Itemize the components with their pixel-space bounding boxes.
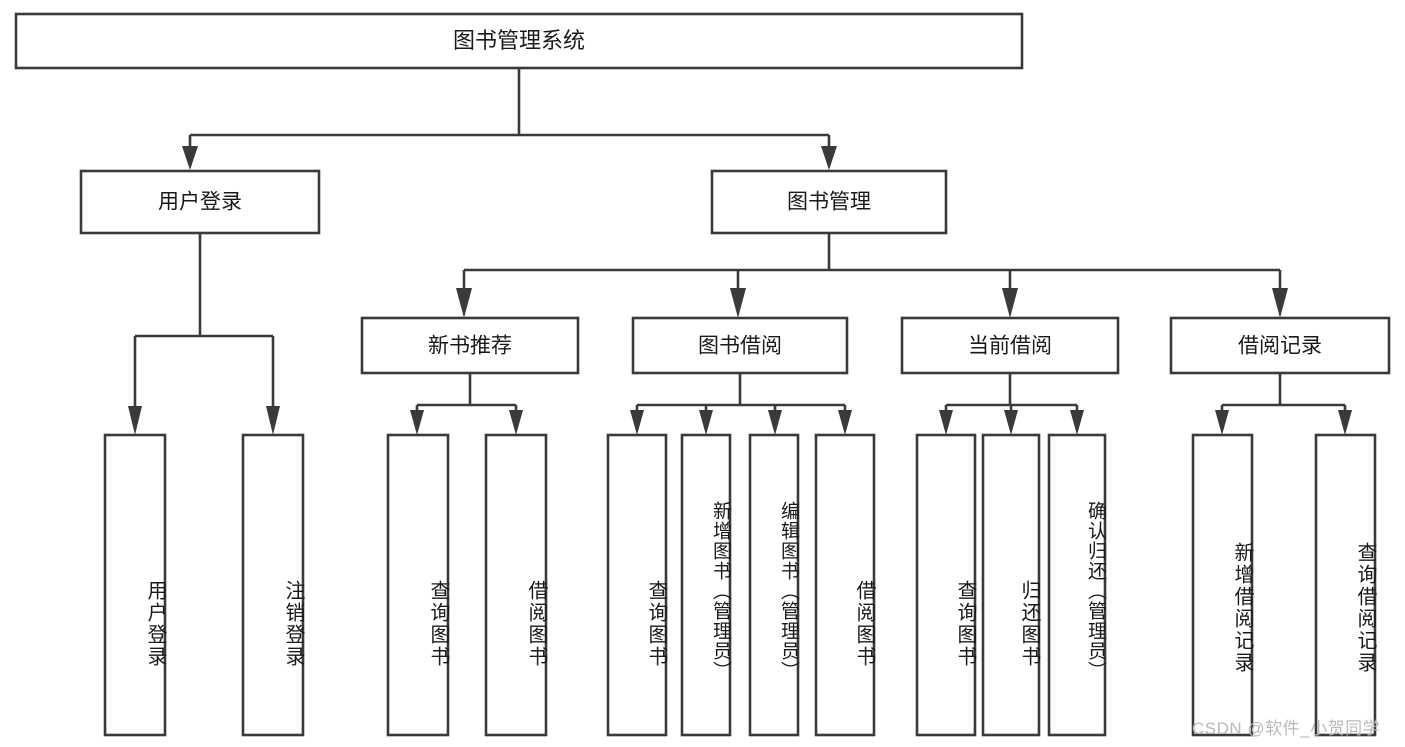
- node-root[interactable]: 图书管理系统: [14, 12, 1024, 70]
- node-new-book-recommend[interactable]: 新书推荐: [360, 316, 580, 375]
- arrowhead-leaf-borrow-book-2: [838, 410, 852, 435]
- connector-group-borrow-record: [1215, 373, 1352, 435]
- arrowhead-leaf-add-record: [1215, 410, 1229, 435]
- node-leaf-query-book-3-rect[interactable]: [915, 433, 977, 737]
- node-book-borrow[interactable]: 图书借阅: [631, 316, 849, 375]
- node-book-borrow-label: 图书借阅: [698, 335, 782, 358]
- arrowhead-leaf-confirm-return: [1070, 410, 1084, 435]
- node-book-management[interactable]: 图书管理: [710, 169, 948, 235]
- arrowhead-book-management: [821, 146, 837, 170]
- arrowhead-borrow-record: [1272, 288, 1288, 318]
- node-leaf-borrow-book-1-rect[interactable]: [484, 433, 548, 737]
- connector-group-book-borrow: [630, 373, 852, 435]
- node-user-login[interactable]: 用户登录: [79, 169, 321, 235]
- node-current-borrow-label: 当前借阅: [968, 335, 1052, 358]
- node-leaf-add-book-rect[interactable]: [680, 433, 732, 737]
- node-leaf-query-book-2-rect[interactable]: [606, 433, 668, 737]
- node-leaf-borrow-book-2-rect[interactable]: [814, 433, 876, 737]
- node-new-book-recommend-label: 新书推荐: [428, 335, 512, 358]
- arrowhead-leaf-add-book: [699, 410, 713, 435]
- arrowhead-leaf-query-record: [1338, 410, 1352, 435]
- arrowhead-leaf-logout-login: [266, 406, 280, 435]
- node-book-management-rect[interactable]: [710, 169, 948, 235]
- arrowhead-leaf-edit-book: [768, 410, 782, 435]
- node-leaf-logout-login-rect[interactable]: [241, 433, 305, 737]
- arrowhead-user-login: [182, 146, 198, 170]
- node-user-login-label: 用户登录: [158, 191, 242, 214]
- arrowhead-book-borrow: [730, 288, 746, 318]
- connector-group-book-management: [456, 233, 1288, 318]
- node-leaf-user-login-rect[interactable]: [103, 433, 167, 737]
- arrowhead-leaf-query-book-2: [630, 410, 644, 435]
- connector-group-current-borrow: [939, 373, 1084, 435]
- node-leaf-edit-book-rect[interactable]: [748, 433, 800, 737]
- node-new-book-recommend-rect[interactable]: [360, 316, 580, 375]
- connector-group-root: [182, 68, 837, 170]
- node-book-borrow-rect[interactable]: [631, 316, 849, 375]
- node-current-borrow-rect[interactable]: [900, 316, 1120, 375]
- arrowhead-leaf-return-book: [1004, 410, 1018, 435]
- node-borrow-record[interactable]: 借阅记录: [1169, 316, 1391, 375]
- arrowhead-leaf-borrow-book-1: [509, 410, 523, 435]
- arrowhead-current-borrow: [1002, 288, 1018, 318]
- node-borrow-record-rect[interactable]: [1169, 316, 1391, 375]
- node-leaf-query-book-1-rect[interactable]: [386, 433, 450, 737]
- node-book-management-label: 图书管理: [787, 191, 871, 214]
- connector-group-user-login: [128, 233, 280, 435]
- csdn-watermark: CSDN @软件_小贺同学: [1192, 719, 1381, 738]
- node-leaf-return-book-rect[interactable]: [981, 433, 1041, 737]
- node-root-rect[interactable]: [14, 12, 1024, 70]
- node-current-borrow[interactable]: 当前借阅: [900, 316, 1120, 375]
- arrowhead-leaf-query-book-3: [939, 410, 953, 435]
- arrowhead-leaf-query-book-1: [410, 410, 424, 435]
- node-root-label: 图书管理系统: [453, 28, 585, 53]
- arrowhead-new-book-recommend: [456, 288, 472, 318]
- node-leaf-query-record-rect[interactable]: [1314, 433, 1377, 737]
- node-borrow-record-label: 借阅记录: [1238, 335, 1322, 358]
- connector-group-new-book-recommend: [410, 373, 523, 435]
- node-user-login-rect[interactable]: [79, 169, 321, 235]
- node-leaf-add-record-rect[interactable]: [1191, 433, 1254, 737]
- arrowhead-leaf-user-login: [128, 406, 142, 435]
- node-leaf-confirm-return-rect[interactable]: [1047, 433, 1107, 737]
